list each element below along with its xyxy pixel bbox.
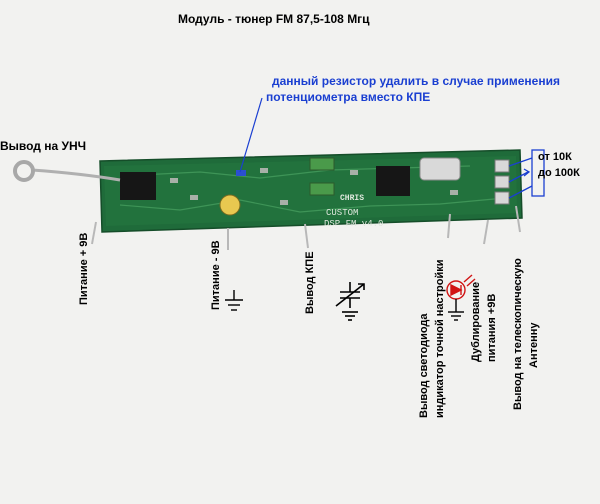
label-dup-line1: Дублирование xyxy=(470,281,482,362)
capacitor xyxy=(219,194,241,216)
pin xyxy=(494,175,510,189)
pcb-line2: DSP FM v4.0 xyxy=(324,219,384,229)
output-wire xyxy=(13,160,121,182)
note-pointer xyxy=(239,97,263,173)
led-ground xyxy=(448,299,464,321)
pin xyxy=(494,191,510,205)
lead-led xyxy=(447,213,451,239)
smd-part xyxy=(170,178,178,183)
label-pot-max: до 100К xyxy=(538,167,580,179)
chip-ic2 xyxy=(376,166,410,196)
label-power-plus: Питание + 9В xyxy=(78,232,90,305)
label-power-minus: Питание - 9В xyxy=(210,240,222,310)
label-kpe: Вывод КПЕ xyxy=(304,251,316,314)
smd-part xyxy=(260,168,268,173)
label-unch: Вывод на УНЧ xyxy=(0,139,87,153)
label-antenna-line1: Вывод на телескопическую xyxy=(512,258,524,410)
removable-resistor xyxy=(236,170,246,176)
lead-plus xyxy=(91,221,97,245)
label-pot-min: от 10К xyxy=(538,151,572,163)
label-led-line1: Вывод светодиода xyxy=(418,313,430,418)
note-line-2: потенциометра вместо КПЕ xyxy=(266,90,431,104)
potentiometer-symbol xyxy=(508,149,545,199)
smd-part xyxy=(280,200,288,205)
inductor-1 xyxy=(309,157,335,171)
smd-part xyxy=(450,190,458,195)
ground-symbol xyxy=(225,290,243,311)
pin xyxy=(494,159,510,173)
label-dup-line2: питания +9В xyxy=(486,293,498,362)
lead-antenna xyxy=(515,205,521,233)
lead-kpe xyxy=(304,223,309,249)
lead-dup xyxy=(483,219,489,245)
smd-part xyxy=(350,170,358,175)
label-antenna-line2: Антенну xyxy=(528,322,540,369)
variable-capacitor-symbol xyxy=(335,282,365,321)
label-led-line2: индикатор точной настройки xyxy=(434,259,446,418)
crystal xyxy=(419,157,461,181)
led-symbol xyxy=(446,274,476,300)
inductor-2 xyxy=(309,182,335,196)
pcb-line1: CUSTOM xyxy=(326,208,359,218)
diagram-title: Модуль - тюнер FM 87,5-108 Мгц xyxy=(178,12,370,26)
pcb-brand: CHRIS xyxy=(340,194,365,203)
chip-ic1 xyxy=(120,172,156,200)
pcb-board xyxy=(99,149,523,233)
note-line-1: данный резистор удалить в случае примене… xyxy=(272,74,560,88)
smd-part xyxy=(190,195,198,200)
